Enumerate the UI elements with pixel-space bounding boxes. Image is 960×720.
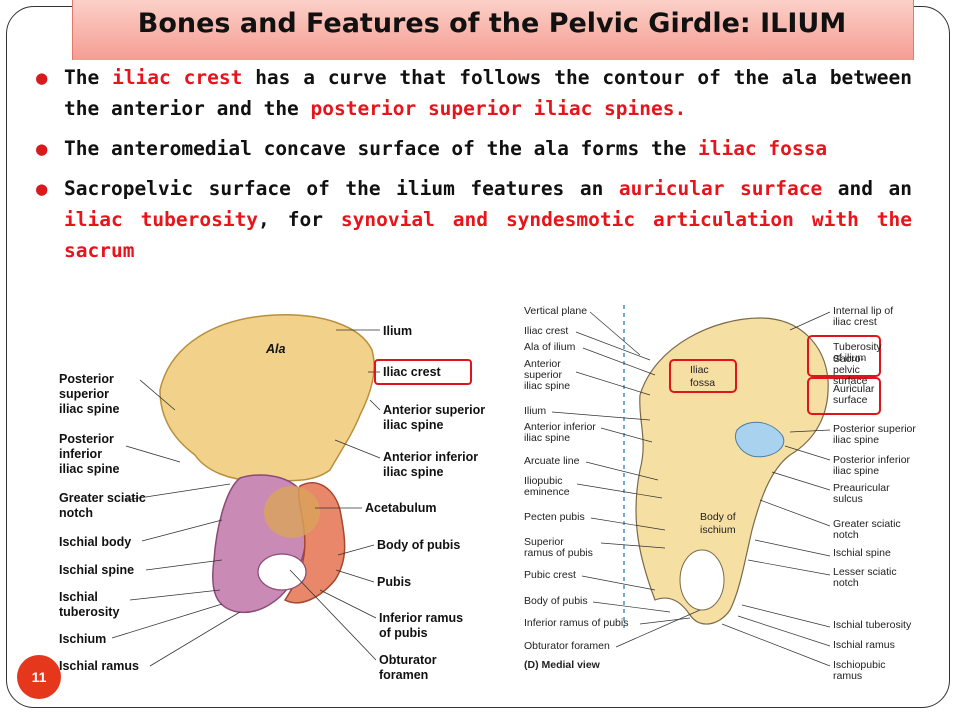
bullet-list: ● The iliac crest has a curve that follow… [34,62,912,275]
highlighted-term: iliac fossa [697,137,828,160]
medial-view-label: Body of pubis [524,595,588,607]
piis-label: Posterior inferior iliac spine [59,432,119,476]
auricular-surface-shape [735,421,785,458]
bullet-item: ● Sacropelvic surface of the ilium featur… [34,173,912,266]
medial-view-label: Ischial spine [833,547,891,559]
bullet-text: , for [258,208,341,231]
aiis-label: Anterior inferior iliac spine [383,450,482,479]
acetabulum-label: Acetabulum [365,501,437,515]
medial-view-label: Ilium [524,405,546,417]
medial-view-label: Vertical plane [524,305,587,317]
medial-view-label: Inferior ramus of pubis [524,617,628,629]
greater-sciatic-notch-label: Greater sciatic notch [59,491,149,520]
iliac-crest-label: Iliac crest [383,365,442,379]
obturator-foramen-label: Obturator foramen [379,653,440,682]
bullet-dot-icon: ● [36,138,48,160]
asis-label: Anterior superior iliac spine [383,403,489,432]
tuberosity-highlight-box [807,335,881,377]
ischial-body-label: Ischial body [59,535,131,549]
medial-view-label: Iliac crest [524,325,568,337]
bullet-dot-icon: ● [36,67,48,89]
iliac-crest-highlight-box [374,359,472,385]
slide-number-badge: 11 [17,655,61,699]
auricular-highlight-box [807,377,881,415]
bullet-text: and an [822,177,912,200]
right-hip-bone-figure: Iliac fossa Body of ischium Vertical pla… [524,305,916,682]
obturator-foramen-shape [257,553,307,591]
ilium-shape [159,314,375,482]
ischial-ramus-label: Ischial ramus [59,659,139,673]
bullet-text: Sacropelvic surface of the ilium feature… [64,177,619,200]
medial-view-leaders [551,311,831,667]
medial-view-bone-shape [635,317,829,625]
bullet-text: has a curve that follows the contour of … [64,66,912,120]
body-of-pubis-label: Body of pubis [377,538,460,552]
medial-view-label: Pecten pubis [524,511,585,523]
ischium-label: Ischium [59,632,106,646]
iliac-fossa-highlight-box [669,359,737,393]
obturator-foramen-medial-shape [679,549,725,611]
bullet-item: ● The anteromedial concave surface of the… [34,133,912,164]
ischial-spine-label: Ischial spine [59,563,134,577]
highlighted-term: iliac crest [112,66,243,89]
acetabulum-shape [264,486,320,538]
bullet-dot-icon: ● [36,178,48,200]
bullet-item: ● The iliac crest has a curve that follow… [34,62,912,124]
bullet-text: The anteromedial concave surface of the … [64,137,698,160]
highlighted-term: auricular surface [618,177,823,200]
highlighted-term: iliac tuberosity [64,208,259,231]
medial-view-label: Ala of ilium [524,341,576,353]
ala-label: Ala [265,342,286,356]
ilium-label: Ilium [383,324,412,338]
inferior-ramus-label: Inferior ramus of pubis [379,611,467,640]
medial-view-caption: (D) Medial view [524,659,601,671]
slide-title: Bones and Features of the Pelvic Girdle:… [137,8,847,39]
bullet-text: The [64,66,113,89]
highlighted-term: posterior superior iliac spines. [310,97,687,120]
medial-view-label: Ischial ramus [833,639,895,651]
medial-view-label: Obturator foramen [524,640,610,652]
medial-view-label: Pubic crest [524,569,576,581]
medial-view-label: Ischial tuberosity [833,619,912,631]
iliac-fossa-label: Iliac fossa [690,364,715,389]
ischial-tuberosity-label: Ischial tuberosity [59,590,119,619]
highlighted-term: synovial and syndesmotic articulation wi… [64,208,912,262]
body-of-ischium-label: Body of ischium [700,511,739,536]
pubis-label: Pubis [377,575,411,589]
medial-view-label: Arcuate line [524,455,580,467]
title-bar [72,0,914,60]
left-hip-bone-figure: Ala Ilium Iliac crest Anterior superior [59,314,489,682]
psis-label: Posterior superior iliac spine [59,372,119,416]
